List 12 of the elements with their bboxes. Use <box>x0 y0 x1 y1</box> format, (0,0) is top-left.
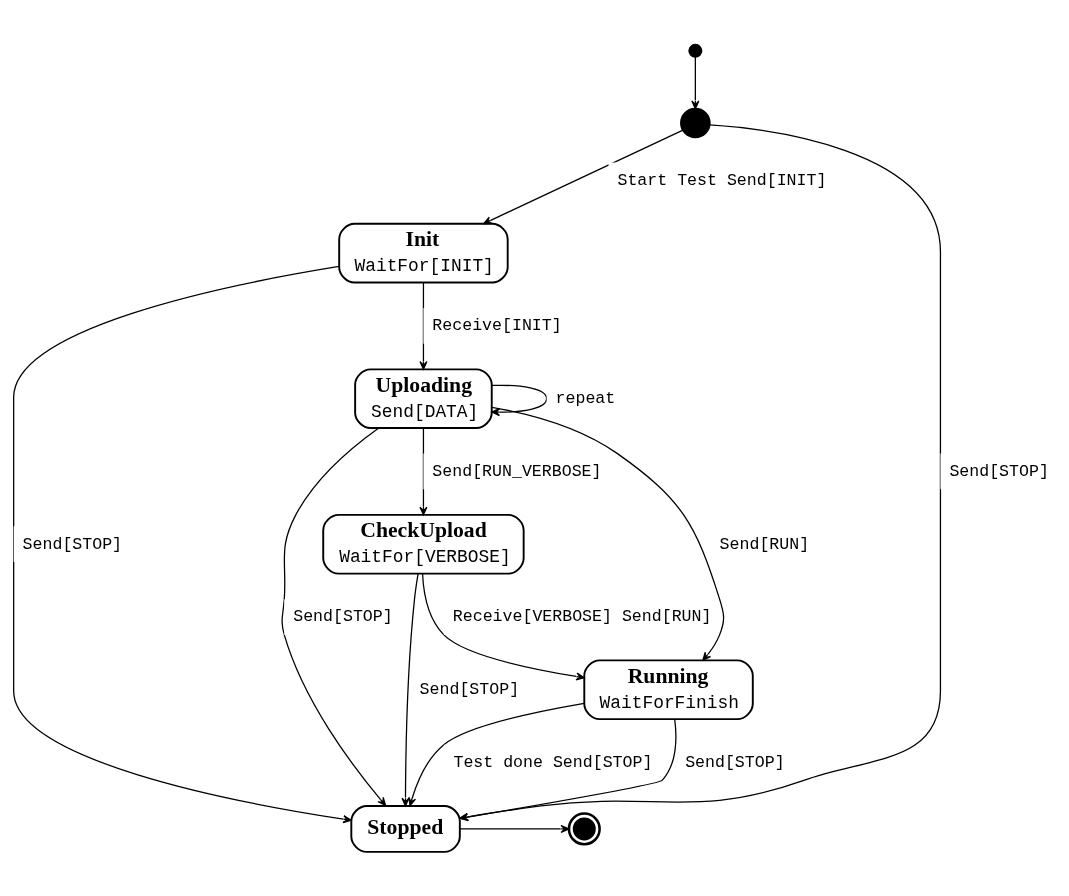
edge-label: Send[STOP] <box>685 752 785 772</box>
edge-label: Receive[VERBOSE] Send[RUN] <box>452 606 712 626</box>
edge-label: Send[STOP] <box>419 679 520 699</box>
edge-label: Send[STOP] <box>949 461 1049 481</box>
edge-label: Receive[INIT] <box>432 315 562 335</box>
edge-label: Test done Send[STOP] <box>453 752 653 772</box>
edge-label: Send[STOP] <box>293 606 393 626</box>
edge-label: repeat <box>555 388 616 408</box>
edge-label: Start Test Send[INIT] <box>617 170 827 190</box>
edge-label: Send[RUN] <box>719 534 810 554</box>
edge-label: Send[STOP] <box>22 534 123 554</box>
edge-label: Send[RUN_VERBOSE] <box>432 461 602 481</box>
